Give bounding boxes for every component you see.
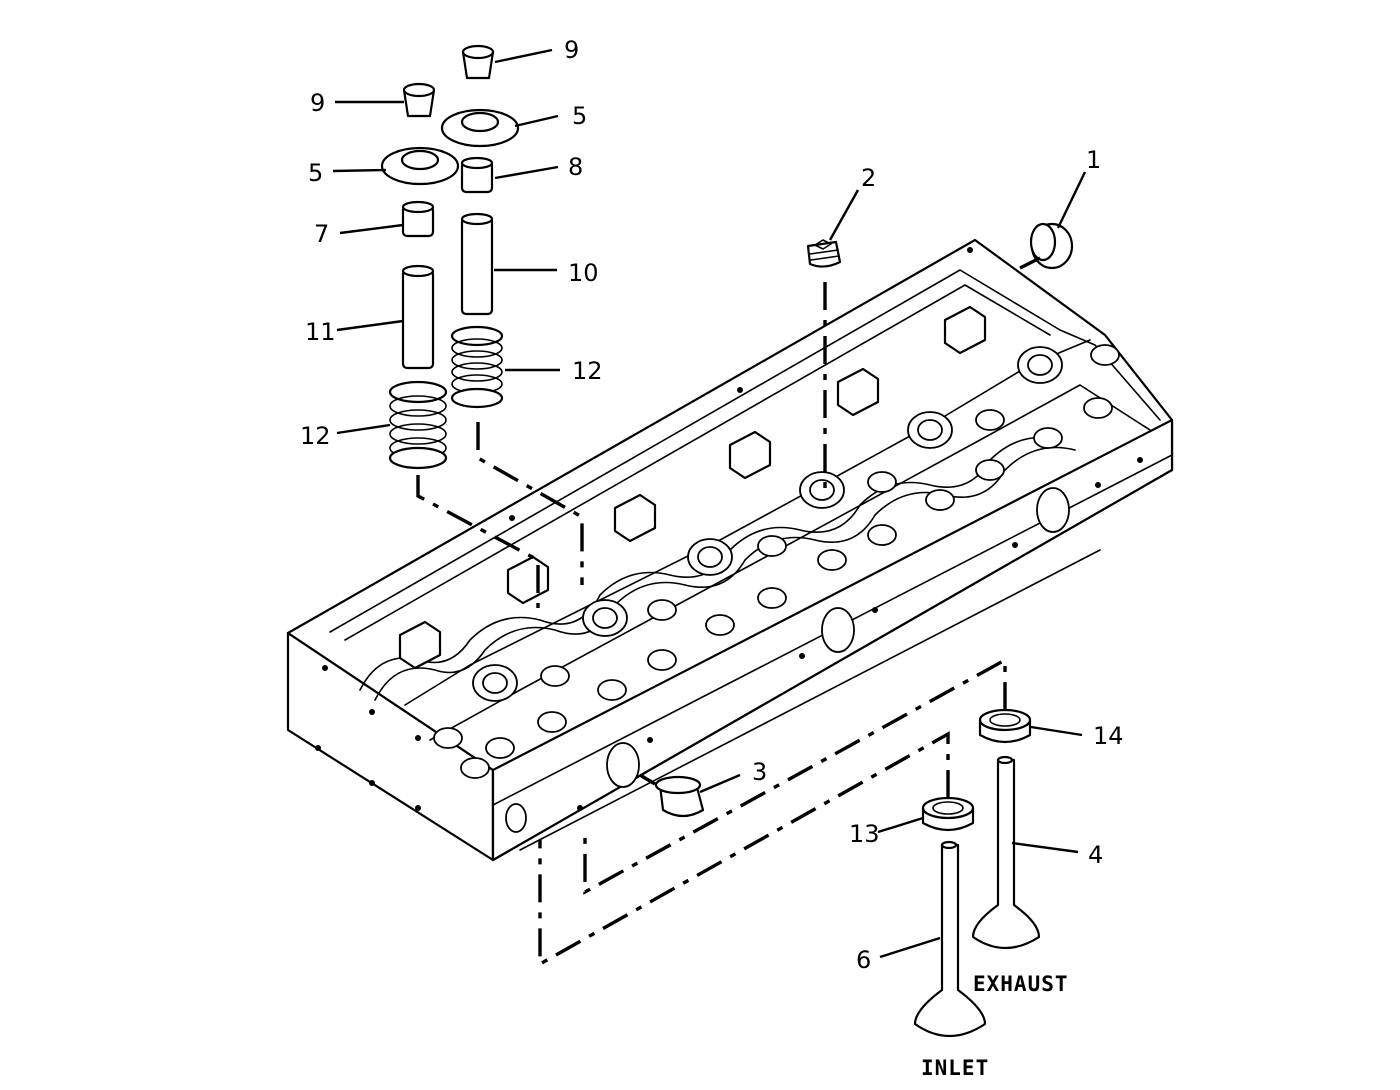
valve-seat-insert-part-13 <box>921 796 975 832</box>
valve-guide-part-10 <box>460 212 494 316</box>
callout-labels: 1 2 3 4 5 5 6 7 8 9 9 10 11 12 12 13 14 <box>300 36 1124 974</box>
callout-leaders <box>332 48 1087 959</box>
sleeve-part-3 <box>654 775 705 818</box>
valve-bosses <box>433 344 1120 779</box>
plug-part-1 <box>1029 222 1074 270</box>
callout-5-lower: 5 <box>308 159 323 187</box>
injector-bores <box>472 346 1063 702</box>
valve-spring-part-12a <box>450 325 504 409</box>
inlet-caption: INLET <box>921 1056 989 1080</box>
callout-5-upper: 5 <box>572 102 587 130</box>
callout-14: 14 <box>1093 722 1124 750</box>
callout-3: 3 <box>752 758 767 786</box>
rotator-part-5a <box>440 108 520 148</box>
inlet-valve-part-6 <box>913 840 987 1037</box>
callout-9-upper: 9 <box>564 36 579 64</box>
pipe-plug-part-2 <box>806 239 842 268</box>
assembly-centerlines <box>416 256 1041 967</box>
callout-6: 6 <box>856 946 871 974</box>
valve-spring-part-12b <box>388 380 448 470</box>
callout-2: 2 <box>861 164 876 192</box>
callout-12-upper: 12 <box>572 357 603 385</box>
valve-seal-part-8 <box>460 156 494 194</box>
valve-keeper-part-9a <box>461 44 495 80</box>
callout-9-lower: 9 <box>310 89 325 117</box>
callout-11: 11 <box>305 318 336 346</box>
callout-8: 8 <box>568 153 583 181</box>
callout-12-lower: 12 <box>300 422 331 450</box>
rotator-part-5b <box>380 146 460 186</box>
cylinder-head <box>286 238 1174 862</box>
valve-guide-part-11 <box>401 264 435 370</box>
callout-1: 1 <box>1086 146 1101 174</box>
exhaust-valve-part-4 <box>971 755 1041 949</box>
valve-seat-insert-part-14 <box>978 708 1032 744</box>
callout-4: 4 <box>1088 841 1103 869</box>
callout-7: 7 <box>314 220 329 248</box>
bolt-dots <box>315 247 1143 811</box>
valve-seal-part-7 <box>401 200 435 238</box>
callout-10: 10 <box>568 259 599 287</box>
exhaust-caption: EXHAUST <box>973 972 1069 996</box>
callout-13: 13 <box>849 820 880 848</box>
valve-keeper-part-9b <box>402 82 436 118</box>
